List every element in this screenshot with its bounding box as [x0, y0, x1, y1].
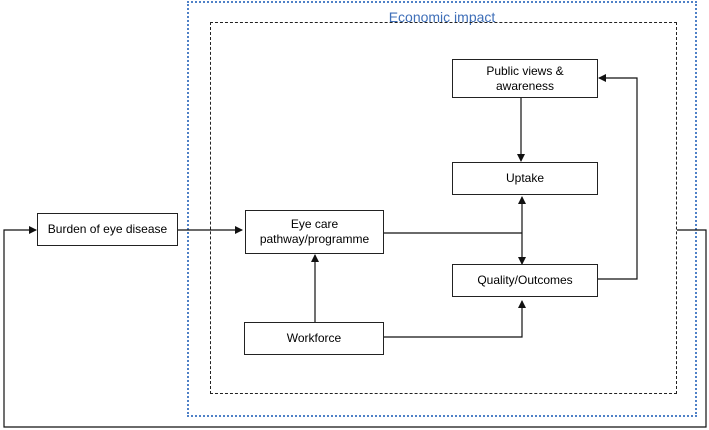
eye-care-pathway-box: Eye care pathway/programme: [245, 210, 384, 254]
arrow-economic-impact-to-burden: [3, 226, 707, 428]
quality-outcomes-box: Quality/Outcomes: [452, 264, 598, 297]
economic-impact-title: Economic impact: [187, 9, 697, 25]
quality-outcomes-label: Quality/Outcomes: [477, 273, 573, 287]
uptake-box: Uptake: [452, 162, 598, 195]
economic-impact-frame: [187, 1, 697, 417]
workforce-box: Workforce: [244, 322, 384, 355]
public-views-box: Public views & awareness: [452, 59, 598, 98]
burden-of-eye-disease-box: Burden of eye disease: [37, 213, 178, 246]
arrow-workforce-to-quality: [383, 300, 526, 338]
care-system-frame: [210, 22, 677, 394]
frame-title-text: Economic impact: [385, 9, 499, 25]
workforce-label: Workforce: [286, 331, 342, 345]
arrow-quality-to-public-views: [597, 74, 638, 280]
eye-care-pathway-label: Eye care pathway/programme: [259, 217, 370, 246]
burden-of-eye-disease-label: Burden of eye disease: [47, 222, 168, 236]
public-views-label: Public views & awareness: [486, 63, 564, 93]
uptake-label: Uptake: [505, 171, 545, 185]
